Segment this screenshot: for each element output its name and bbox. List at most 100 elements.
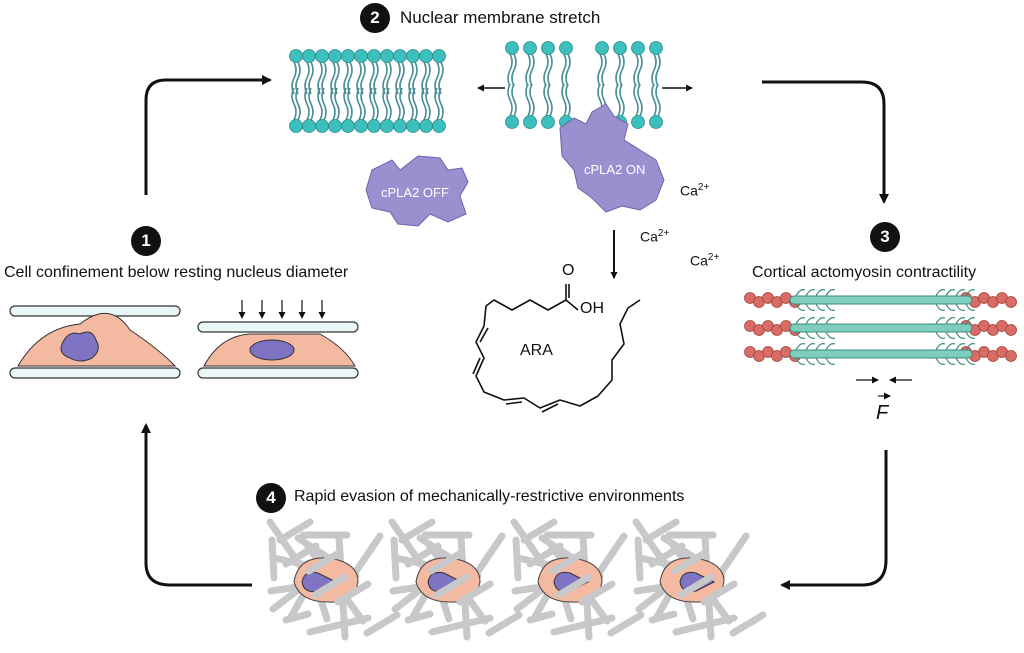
lipid-head <box>380 119 394 133</box>
lipid-head <box>419 49 433 63</box>
lipid-head <box>302 119 316 133</box>
ion-symbol: Ca <box>690 252 708 269</box>
lipid-head <box>315 49 329 63</box>
matrix-fiber <box>305 549 343 575</box>
lipid-head <box>354 49 368 63</box>
step-4-badge: 4 <box>256 483 286 513</box>
actomyosin-bundle <box>744 289 1017 365</box>
lipid-head <box>315 119 329 133</box>
matrix-fiber <box>334 580 372 606</box>
lipid-head <box>289 119 303 133</box>
matrix-fiber <box>648 542 686 568</box>
confinement-panel <box>9 300 359 379</box>
lipid-head <box>380 49 394 63</box>
matrix-fiber <box>526 542 564 568</box>
extracellular-matrix <box>266 518 767 641</box>
matrix-fiber <box>677 573 715 599</box>
lipid-head <box>341 49 355 63</box>
actin-bead <box>1005 296 1017 308</box>
lipid-head <box>406 119 420 133</box>
cycle-arrow-1-to-2 <box>144 75 272 195</box>
ara-label: ARA <box>520 342 553 359</box>
lipid-head <box>649 41 663 55</box>
ion-charge: 2+ <box>657 228 670 239</box>
hydroxyl-label: OH <box>580 300 604 317</box>
lipid-bilayer-unstretched <box>289 49 446 133</box>
step-1-badge: 1 <box>131 226 161 256</box>
lipid-head <box>523 115 537 129</box>
step-2-badge: 2 <box>360 3 390 33</box>
myosin-filament <box>789 323 973 333</box>
lipid-head <box>613 41 627 55</box>
lipid-head <box>432 119 446 133</box>
matrix-fiber <box>672 614 738 636</box>
lipid-head <box>595 41 609 55</box>
lipid-head <box>328 49 342 63</box>
actin-bead <box>1005 350 1017 362</box>
calcium-ion-1: Ca2+ <box>680 182 709 199</box>
lipid-head <box>649 115 663 129</box>
lipid-head <box>631 41 645 55</box>
cpla2-off-enzyme <box>365 155 469 227</box>
cycle-arrow-3-to-4 <box>780 450 888 590</box>
lipid-head <box>523 41 537 55</box>
matrix-fiber <box>398 518 436 544</box>
lipid-head <box>541 41 555 55</box>
lipid-head <box>302 49 316 63</box>
lipid-head <box>631 115 645 129</box>
matrix-fiber <box>549 549 587 575</box>
matrix-fiber <box>404 542 442 568</box>
force-arrows <box>856 376 912 400</box>
matrix-fiber <box>671 549 709 575</box>
lipid-head <box>367 119 381 133</box>
lipid-head <box>406 49 420 63</box>
matrix-fiber <box>456 580 494 606</box>
carbonyl-oxygen-label: O <box>562 262 575 279</box>
lipid-head <box>419 119 433 133</box>
matrix-fiber <box>282 542 320 568</box>
cpla2-on-enzyme <box>559 103 665 213</box>
lipid-head <box>505 115 519 129</box>
cycle-arrow-4-to-1 <box>141 423 252 587</box>
lipid-head <box>541 115 555 129</box>
myosin-filament <box>789 295 973 305</box>
matrix-fiber <box>729 611 767 637</box>
actin-bead <box>1005 324 1017 336</box>
step-4-title: Rapid evasion of mechanically-restrictiv… <box>294 488 685 505</box>
ara-molecule <box>472 284 641 413</box>
ion-charge: 2+ <box>697 182 710 193</box>
step-3-title: Cortical actomyosin contractility <box>752 264 977 281</box>
matrix-fiber <box>311 573 349 599</box>
ion-charge: 2+ <box>707 252 720 263</box>
lipid-bilayer-stretched <box>505 41 663 129</box>
force-label: F <box>876 402 889 424</box>
matrix-fiber <box>276 518 314 544</box>
matrix-fiber <box>555 573 593 599</box>
matrix-scene <box>266 518 401 641</box>
step-3-badge: 3 <box>870 222 900 252</box>
ion-symbol: Ca <box>680 182 698 199</box>
matrix-fiber <box>700 580 738 606</box>
lipid-head <box>289 49 303 63</box>
matrix-fiber <box>550 614 616 636</box>
lipid-head <box>367 49 381 63</box>
step-2-title: Nuclear membrane stretch <box>400 8 601 27</box>
lipid-head <box>393 49 407 63</box>
deforming-nucleus <box>553 571 590 593</box>
matrix-fiber <box>306 614 372 636</box>
cpla2-off-label: cPLA2 OFF <box>381 185 449 200</box>
lipid-head <box>393 119 407 133</box>
matrix-scene <box>510 518 645 641</box>
lipid-head <box>559 41 573 55</box>
matrix-fiber <box>433 573 471 599</box>
matrix-fiber <box>578 580 616 606</box>
calcium-ion-2: Ca2+ <box>640 228 669 245</box>
lipid-head <box>432 49 446 63</box>
ion-symbol: Ca <box>640 228 658 245</box>
cpla2-on-label: cPLA2 ON <box>584 162 646 177</box>
matrix-fiber <box>520 518 558 544</box>
matrix-scene <box>632 518 767 641</box>
matrix-fiber <box>642 518 680 544</box>
